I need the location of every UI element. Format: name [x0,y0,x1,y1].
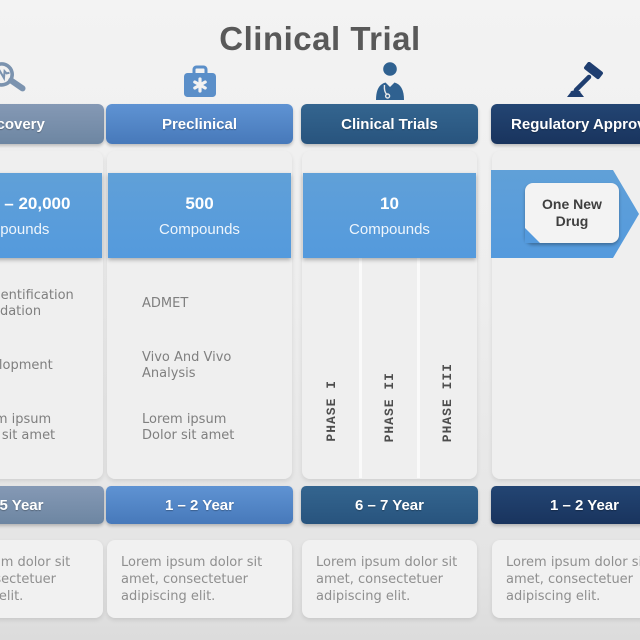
compounds-box-discovery: 10,000 – 20,000 Compounds [0,173,102,258]
body-line: Lorem ipsum [0,412,52,427]
duration-label: 1 – 2 Year [550,496,619,514]
page-title: Clinical Trial [219,20,421,57]
one-new-drug-box: One New Drug [525,183,619,243]
body-line: Validation [0,304,42,319]
header-bar-regulatory-approval: Regulatory Approval [491,104,640,144]
header-bar-discovery: Discovery [0,104,104,144]
header-label: Discovery [0,115,45,133]
phase-1-label: PHASE I [323,380,339,442]
column-clinical-trials: Clinical Trials PHASE I PHASE II PHASE I… [301,0,478,640]
magnifier-pulse-icon [0,56,104,102]
compounds-value: 500 [185,193,214,213]
compounds-label: Compounds [349,220,430,238]
compounds-value: 10,000 – 20,000 [0,193,71,213]
doctor-icon [301,56,478,102]
phase-2-label: PHASE II [381,371,397,442]
body-block: Lorem ipsum Dolor sit amet [0,408,104,448]
phase-3-column: PHASE III [419,258,477,478]
phase-divider [417,258,421,478]
column-preclinical: Preclinical 500 Compounds ADMET Vivo And… [106,0,293,640]
body-block: Vivo And Vivo Analysis [106,346,293,386]
duration-label: 1 – 2 Year [165,496,234,514]
duration-bar-regulatory-approval: 1 – 2 Year [491,486,640,524]
drug-line: One New [542,196,602,212]
header-bar-clinical-trials: Clinical Trials [301,104,478,144]
duration-bar-discovery: 4 – 5 Year [0,486,104,524]
header-bar-preclinical: Preclinical [106,104,293,144]
footer-note-preclinical: Lorem ipsum dolor sit amet, consectetuer… [107,540,292,618]
phase-divider [358,258,362,478]
compounds-label: Compounds [0,220,50,238]
body-block: ADMET [106,281,293,327]
body-block: Lorem ipsum Dolor sit amet [106,408,293,448]
body-line: Dolor sit amet [142,428,235,443]
phase-3-label: PHASE III [440,362,456,442]
duration-label: 4 – 5 Year [0,496,44,514]
body-line: Lorem ipsum [142,412,227,427]
phase-columns: PHASE I PHASE II PHASE III [302,258,477,478]
gavel-icon [491,56,640,102]
body-line: Analysis [142,366,196,381]
column-discovery: Discovery 10,000 – 20,000 Compounds Targ… [0,0,104,640]
header-label: Regulatory Approval [511,115,640,133]
compounds-label: Compounds [159,220,240,238]
body-block: Target Identification Validation [0,281,104,327]
footer-note-regulatory-approval: Lorem ipsum dolor sit amet, consectetuer… [492,540,640,618]
medical-bag-icon [106,56,293,102]
body-block: Development [0,346,104,386]
phase-2-column: PHASE II [360,258,418,478]
compounds-box-clinical-trials: 10 Compounds [303,173,476,258]
compounds-box-preclinical: 500 Compounds [108,173,291,258]
footer-note-clinical-trials: Lorem ipsum dolor sit amet, consectetuer… [302,540,477,618]
footer-note-discovery: Lorem ipsum dolor sit amet, consectetuer… [0,540,103,618]
body-line: Development [0,358,53,373]
drug-line: Drug [555,213,589,229]
body-line: Dolor sit amet [0,428,56,443]
header-label: Clinical Trials [341,115,438,133]
duration-label: 6 – 7 Year [355,496,424,514]
body-line: Vivo And Vivo [142,350,232,365]
header-label: Preclinical [161,115,238,133]
body-line: Target Identification [0,288,74,303]
duration-bar-clinical-trials: 6 – 7 Year [301,486,478,524]
phase-1-column: PHASE I [302,258,360,478]
compounds-value: 10 [380,193,399,213]
body-line: ADMET [142,296,189,311]
column-regulatory-approval: Regulatory Approval One New Drug 1 – 2 Y… [491,0,640,640]
duration-bar-preclinical: 1 – 2 Year [106,486,293,524]
